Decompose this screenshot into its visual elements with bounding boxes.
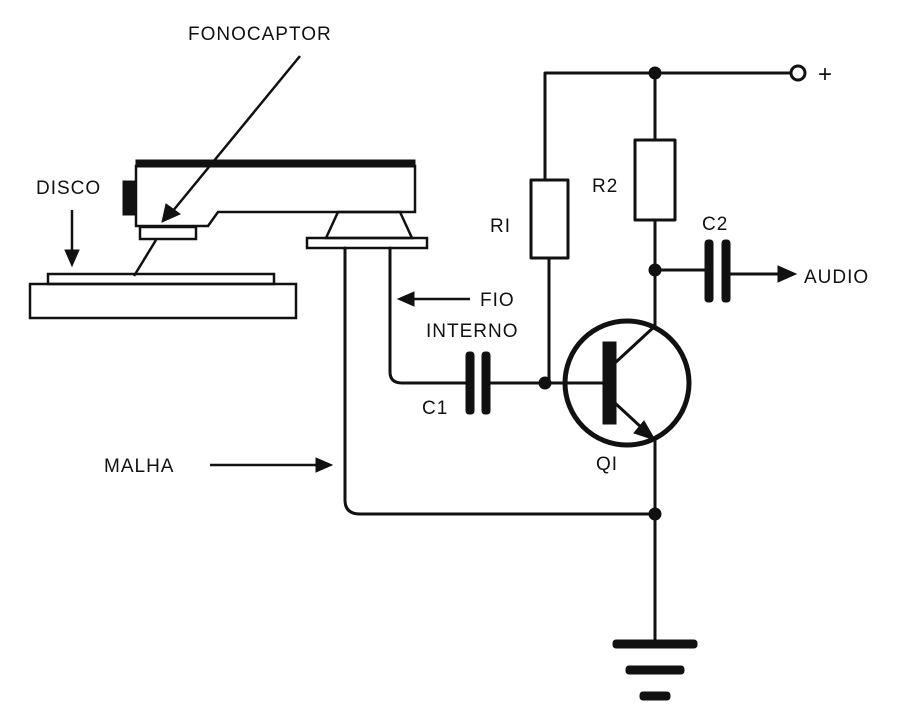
label-plus: + [818,61,833,88]
stylus [132,239,158,277]
capacitor-c1 [465,351,491,415]
wire-r1-top [543,71,802,182]
ground-bar-1 [612,639,698,649]
tonearm-top-edge [135,159,416,168]
label-c2: C2 [702,214,728,235]
ground-symbol [612,639,698,701]
fonocaptor-arrow [171,55,301,213]
transistor-q1 [562,318,692,448]
label-disco: DISCO [36,178,101,199]
disco-arrowhead [64,249,80,268]
resistor-r1 [529,178,570,260]
ground-bar-2 [625,665,685,675]
q1-envelope [562,318,692,448]
malha-arrowhead [315,457,334,473]
node-ground [648,507,662,521]
q1-collector-leg [614,324,657,364]
label-r1: RI [490,216,511,237]
supply-terminal [789,64,807,82]
label-q1: QI [596,454,618,475]
pickup-cartridge [138,225,198,241]
record-disc [46,272,276,286]
q1-emitter-arrowhead [633,420,657,441]
label-interno: INTERNO [426,321,519,342]
fonocaptor-arrowhead [161,203,182,223]
tonearm-pivot [324,210,414,240]
tonearm [134,164,417,228]
c2-plate-right [721,239,731,303]
tonearm-pivot-plate [305,236,429,250]
label-r2: R2 [592,176,618,197]
c1-plate-left [465,351,475,415]
resistor-r2 [633,138,677,222]
fio-arrowhead [396,291,415,307]
tonearm-rear-knob [122,180,137,216]
label-fio: FIO [480,290,515,311]
turntable-group [28,159,429,320]
turntable-platter [28,282,298,320]
c2-plate-left [704,239,714,303]
label-audio: AUDIO [804,267,869,288]
audio-arrowhead [777,265,798,283]
wire-shield-malha [343,246,657,516]
label-c1: C1 [422,398,448,419]
ground-bar-3 [639,691,671,701]
q1-base-bar [602,341,617,425]
label-malha: MALHA [104,456,174,477]
label-fonocaptor: FONOCAPTOR [188,24,332,45]
wire-internal-fio [388,246,468,385]
capacitor-c2 [704,239,731,303]
